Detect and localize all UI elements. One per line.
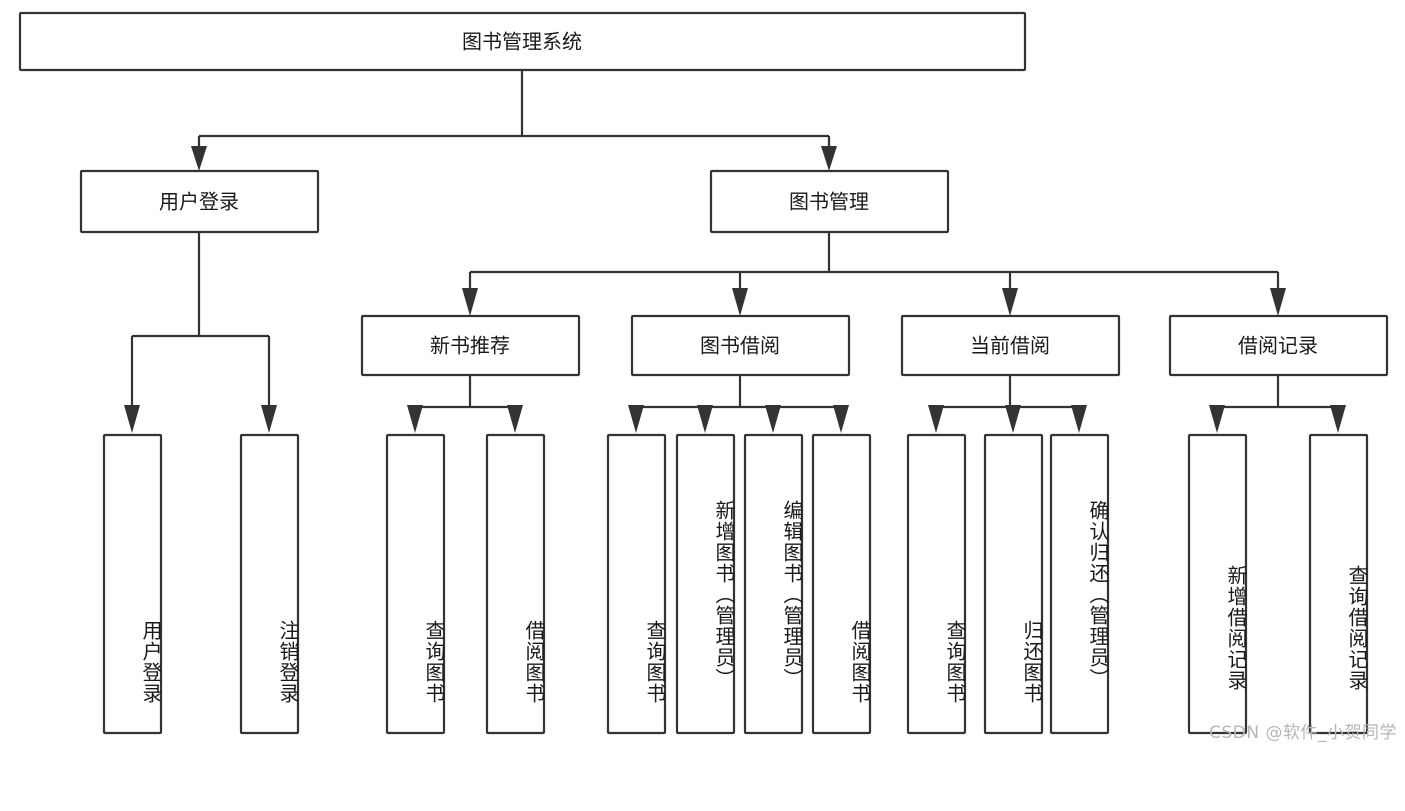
arrow-head-l-logout <box>261 405 277 433</box>
node-book-management[interactable] <box>709 169 950 234</box>
node-leaf-return-book[interactable] <box>983 433 1044 735</box>
node-borrow-record-label: 借阅记录 <box>1238 334 1318 358</box>
watermark-label: CSDN @软件_小贺同学 <box>1209 723 1397 743</box>
arrow-head-l-add-record <box>1209 405 1225 433</box>
arrow-head-l-return-book <box>1005 405 1021 433</box>
diagram-svg: 图书管理系统 用户登录 图书管理 新书推荐 图书借阅 当前借阅 借阅记录 <box>18 11 1389 735</box>
node-user-login-label: 用户登录 <box>159 190 239 214</box>
node-leaf-query-book-3[interactable] <box>906 433 967 735</box>
node-current-borrow[interactable] <box>900 314 1121 377</box>
node-leaf-borrow-book-1[interactable] <box>485 433 546 735</box>
arrow-head-user-login <box>191 146 207 171</box>
arrow-head-book-mgmt <box>821 146 837 171</box>
node-leaf-query-record[interactable] <box>1308 433 1369 735</box>
node-book-borrow[interactable] <box>630 314 851 377</box>
node-book-borrow-label: 图书借阅 <box>700 334 780 358</box>
node-leaf-add-book[interactable] <box>675 433 736 735</box>
node-root-label: 图书管理系统 <box>462 30 582 54</box>
node-layer: 图书管理系统 用户登录 图书管理 新书推荐 图书借阅 当前借阅 借阅记录 <box>18 11 1389 735</box>
flowchart-canvas: 图书管理系统 用户登录 图书管理 新书推荐 图书借阅 当前借阅 借阅记录 <box>18 11 1397 743</box>
connector-layer <box>124 70 1346 433</box>
node-new-book-recommend-label: 新书推荐 <box>430 334 510 358</box>
node-leaf-query-book-2[interactable] <box>606 433 667 735</box>
arrow-head-l-borrow-book-1 <box>507 405 523 433</box>
node-user-login[interactable] <box>79 169 320 234</box>
arrow-head-l-borrow-book-2 <box>833 405 849 433</box>
arrow-head-l-query-book-2 <box>628 405 644 433</box>
node-leaf-logout[interactable] <box>239 433 300 735</box>
node-root[interactable] <box>18 11 1027 72</box>
node-current-borrow-label: 当前借阅 <box>970 334 1050 358</box>
node-leaf-edit-book[interactable] <box>743 433 804 735</box>
arrow-head-l-add-book <box>697 405 713 433</box>
arrow-head-l-query-book-1 <box>407 405 423 433</box>
node-leaf-query-book-1[interactable] <box>385 433 446 735</box>
arrow-head-current <box>1002 288 1018 316</box>
node-leaf-borrow-book-2[interactable] <box>811 433 872 735</box>
node-new-book-recommend[interactable] <box>360 314 581 377</box>
node-borrow-record[interactable] <box>1168 314 1389 377</box>
arrow-head-l-confirm-return <box>1071 405 1087 433</box>
node-book-management-label: 图书管理 <box>789 190 869 214</box>
node-leaf-confirm-return[interactable] <box>1049 433 1110 735</box>
node-leaf-user-login[interactable] <box>102 433 163 735</box>
arrow-head-new-rec <box>462 288 478 316</box>
arrow-head-l-user-login <box>124 405 140 433</box>
arrow-head-l-edit-book <box>765 405 781 433</box>
arrow-head-record <box>1270 288 1286 316</box>
arrow-head-l-query-book-3 <box>928 405 944 433</box>
arrow-head-l-query-record <box>1330 405 1346 433</box>
arrow-head-borrow <box>732 288 748 316</box>
node-leaf-add-record[interactable] <box>1187 433 1248 735</box>
